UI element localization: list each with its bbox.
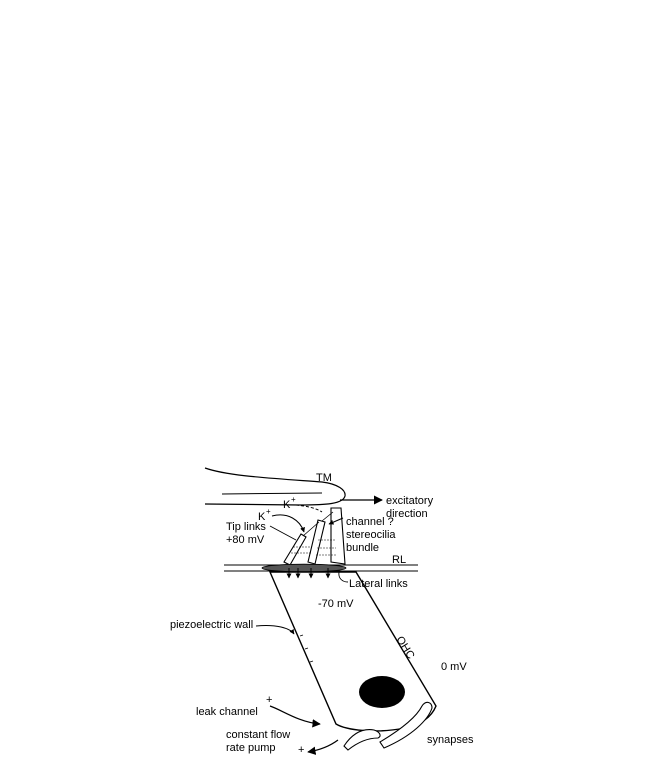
k-top-superscript: +	[291, 495, 296, 504]
k-left-superscript: +	[266, 507, 271, 516]
piezoelectric-wall-label: piezoelectric wall	[170, 619, 253, 631]
tectorial-membrane	[204, 467, 346, 506]
tectorial-membrane-inner	[221, 492, 323, 495]
leak-arrow	[269, 705, 321, 728]
pump-label-line2: rate pump	[226, 742, 276, 754]
excitatory-label-line2: direction	[386, 508, 428, 520]
k-flow-dashed-top	[295, 504, 323, 513]
leak-channel-label: leak channel	[196, 706, 258, 718]
endolymph-potential-label: +80 mV	[226, 534, 265, 546]
stereocilium-short	[283, 533, 307, 566]
piezo-pointer	[255, 625, 295, 635]
k-left-label: K	[258, 511, 266, 523]
stereocilia-label-line2: bundle	[346, 542, 379, 554]
pump-label-line1: constant flow	[226, 729, 290, 741]
stereocilia-label-line1: stereocilia	[346, 529, 396, 541]
rl-label: RL	[392, 554, 406, 566]
tip-link	[321, 511, 334, 522]
tip-link	[302, 521, 320, 537]
perilymph-potential-label: 0 mV	[441, 661, 467, 673]
channel-label: channel ?	[346, 516, 394, 528]
tip-links-pointer	[269, 525, 297, 541]
stereocilia-bundle	[283, 507, 346, 566]
k-top-label: K	[283, 499, 291, 511]
synapse-right	[379, 701, 433, 749]
tip-links-label: Tip links	[226, 521, 266, 533]
ohc-label: OHC	[393, 634, 416, 661]
tm-label: TM	[316, 472, 332, 484]
pump-plus-sign: +	[298, 744, 304, 756]
synapse-left	[343, 729, 381, 751]
excitatory-label-line1: excitatory	[386, 495, 434, 507]
pump-arrow	[307, 739, 339, 755]
leak-plus-sign: +	[266, 694, 272, 706]
channel-pointer	[328, 517, 344, 525]
stereocilium-tall	[330, 507, 346, 565]
lateral-links-pointer	[338, 571, 349, 583]
piezo-wall-ticks	[299, 634, 314, 663]
stereocilium-medium	[307, 519, 326, 565]
intracellular-potential-label: -70 mV	[318, 598, 354, 610]
k-flow-arrow-left	[271, 514, 305, 533]
nucleus	[359, 676, 405, 708]
synapses-label: synapses	[427, 734, 474, 746]
cuticular-plate	[261, 563, 347, 573]
current-arrows	[286, 568, 331, 579]
lateral-links-label: Lateral links	[349, 578, 408, 590]
